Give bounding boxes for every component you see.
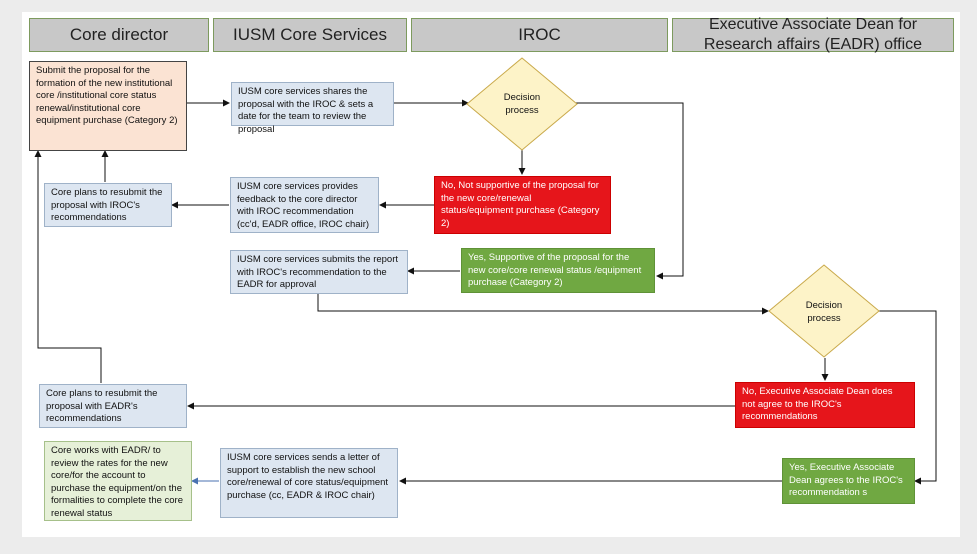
letter-support-box: IUSM core services sends a letter of sup… — [220, 448, 398, 518]
feedback-box: IUSM core services provides feedback to … — [230, 177, 379, 233]
eadr-yes-box: Yes, Executive Associate Dean agrees to … — [782, 458, 915, 504]
resubmit-eadr-box: Core plans to resubmit the proposal with… — [39, 384, 187, 428]
submit-proposal-box: Submit the proposal for the formation of… — [29, 61, 187, 151]
eadr-no-box: No, Executive Associate Dean does not ag… — [735, 382, 915, 428]
resubmit-iroc-box: Core plans to resubmit the proposal with… — [44, 183, 172, 227]
decision-label-eadr: Decision process — [805, 300, 843, 324]
decision-label-iroc: Decision process — [503, 92, 541, 116]
header-core-director: Core director — [29, 18, 209, 52]
decision-diamond-iroc — [466, 57, 578, 151]
header-iusm-core-services: IUSM Core Services — [213, 18, 407, 52]
iroc-yes-box: Yes, Supportive of the proposal for the … — [461, 248, 655, 293]
header-iroc: IROC — [411, 18, 668, 52]
iroc-no-box: No, Not supportive of the proposal for t… — [434, 176, 611, 234]
core-works-box: Core works with EADR/ to review the rate… — [44, 441, 192, 521]
decision-diamond-eadr — [768, 264, 880, 358]
shares-proposal-box: IUSM core services shares the proposal w… — [231, 82, 394, 135]
header-eadr-office: Executive Associate Dean for Research af… — [672, 16, 954, 53]
submits-report-box: IUSM core services submits the report wi… — [230, 250, 408, 294]
